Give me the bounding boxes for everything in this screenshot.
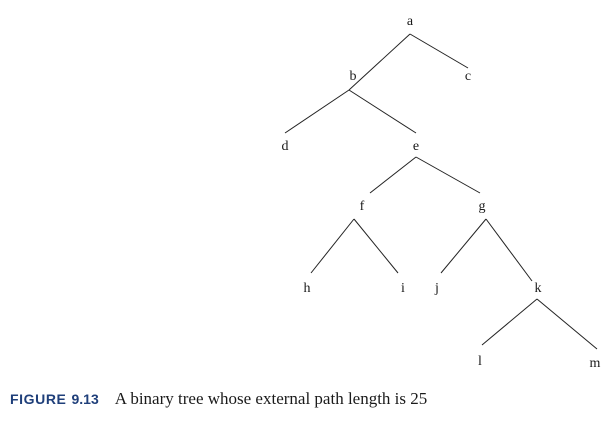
tree-node-h: h bbox=[304, 281, 311, 296]
tree-node-m: m bbox=[590, 356, 601, 371]
tree-edge-e-g bbox=[415, 156, 481, 194]
figure-number: 9.13 bbox=[71, 391, 99, 407]
tree-edge-f-h bbox=[310, 218, 355, 274]
tree-nodes: a b c d e f g h i j k l m bbox=[282, 14, 601, 371]
tree-edge-a-c bbox=[409, 33, 469, 69]
tree-edge-f-i bbox=[353, 218, 399, 274]
tree-edge-k-l bbox=[481, 298, 538, 346]
tree-node-k: k bbox=[535, 281, 542, 296]
figure-label: FIGURE bbox=[10, 391, 67, 407]
tree-node-c: c bbox=[465, 69, 471, 84]
tree-node-j: j bbox=[434, 281, 439, 296]
tree-edges bbox=[284, 33, 598, 350]
tree-node-e: e bbox=[413, 139, 419, 154]
tree-node-l: l bbox=[478, 354, 482, 369]
binary-tree-diagram: a b c d e f g h i j k l m bbox=[282, 14, 601, 371]
tree-node-d: d bbox=[282, 139, 289, 154]
tree-edge-g-k bbox=[485, 218, 533, 282]
tree-node-b: b bbox=[350, 69, 357, 84]
tree-node-g: g bbox=[479, 199, 486, 214]
tree-edge-b-e bbox=[348, 89, 417, 134]
tree-edge-e-f bbox=[369, 156, 417, 194]
tree-node-f: f bbox=[360, 199, 365, 214]
tree-edge-g-j bbox=[440, 218, 487, 274]
figure-caption-text: A binary tree whose external path length… bbox=[114, 389, 428, 408]
tree-node-i: i bbox=[401, 281, 405, 296]
tree-edge-b-d bbox=[284, 89, 350, 134]
tree-edge-k-m bbox=[536, 298, 598, 350]
tree-node-a: a bbox=[407, 14, 414, 29]
tree-edge-a-b bbox=[348, 33, 411, 91]
